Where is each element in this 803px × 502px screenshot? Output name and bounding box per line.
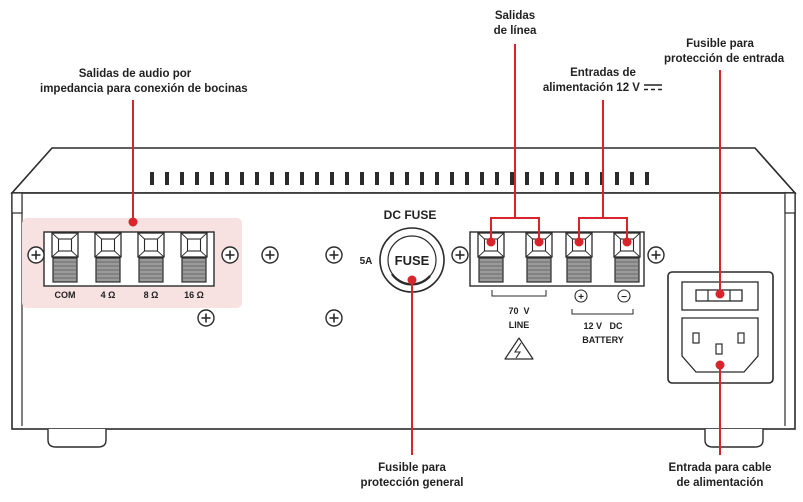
vent-slot	[645, 172, 649, 185]
callout-audio-outputs: Salidas de audio por impedancia para con…	[40, 67, 248, 97]
spring-terminal	[137, 232, 165, 283]
vent-slot	[585, 172, 589, 185]
screw-icon	[451, 246, 469, 264]
socket-pin-right	[737, 332, 745, 344]
spring-terminal	[180, 232, 208, 283]
vent-slot	[195, 172, 199, 185]
callout-line-outputs: Salidas de línea	[465, 9, 565, 39]
socket-pin-ground	[715, 343, 723, 355]
vent-slot	[240, 172, 244, 185]
vent-slot	[180, 172, 184, 185]
vent-slot	[420, 172, 424, 185]
vent-slot	[285, 172, 289, 185]
callout-power-inputs-line1: Entradas de	[570, 67, 636, 79]
callout-general-fuse-line1: Fusible para	[378, 462, 446, 474]
speaker-terminals: COM 4 Ω 8 Ω 16 Ω	[51, 232, 208, 300]
screw-icon	[221, 246, 239, 264]
callout-dots	[128, 217, 725, 370]
callout-line-outputs-line2: de línea	[493, 25, 537, 37]
callout-input-fuse-line2: protección de entrada	[664, 53, 785, 65]
plus-icon	[574, 289, 588, 303]
vent-slot	[540, 172, 544, 185]
vent-slot	[555, 172, 559, 185]
callout-power-cable-line2: de alimentación	[676, 477, 764, 489]
vent-slot	[210, 172, 214, 185]
vent-slot	[480, 172, 484, 185]
callout-line-outputs-line1: Salidas	[494, 10, 536, 22]
speaker-terminal-label: 16 Ω	[184, 290, 204, 300]
callout-general-fuse-line2: protección general	[360, 477, 464, 489]
vent-slot	[405, 172, 409, 185]
spring-terminal	[51, 232, 79, 283]
vent-slot	[165, 172, 169, 185]
screw-icon	[197, 309, 215, 327]
vent-slot	[150, 172, 154, 185]
vent-slot	[255, 172, 259, 185]
vent-slot	[390, 172, 394, 185]
panel-screws	[27, 246, 665, 327]
callout-power-cable: Entrada para cable de alimentación	[664, 461, 776, 491]
line-voltage: 70 V	[508, 306, 529, 316]
screw-icon	[325, 309, 343, 327]
battery-voltage: 12 V DC	[583, 321, 623, 331]
vent-slot	[465, 172, 469, 185]
vent-slot	[570, 172, 574, 185]
battery-label: BATTERY	[582, 335, 624, 345]
spring-terminal	[94, 232, 122, 283]
speaker-terminal-label: COM	[55, 290, 76, 300]
callout-input-fuse-line1: Fusible para	[686, 38, 754, 50]
callout-power-cable-line1: Entrada para cable	[668, 462, 772, 474]
callout-leaders	[132, 44, 721, 455]
minus-icon	[617, 289, 631, 303]
callout-input-fuse: Fusible para protección de entrada	[664, 37, 785, 67]
vent-slot	[435, 172, 439, 185]
vent-slot	[270, 172, 274, 185]
dc-symbol-icon	[644, 84, 663, 91]
chassis-top	[10, 147, 797, 194]
callout-power-inputs-line2: alimentación 12 V	[542, 82, 640, 94]
screw-icon	[261, 246, 279, 264]
vent-slot	[345, 172, 349, 185]
fuse-label: FUSE	[395, 253, 430, 268]
callout-general-fuse: Fusible para protección general	[356, 461, 468, 491]
vent-slot	[315, 172, 319, 185]
callout-power-inputs-line2-row: alimentación 12 V	[540, 81, 666, 96]
vent-slot	[510, 172, 514, 185]
vent-slot	[300, 172, 304, 185]
foot-right	[704, 429, 764, 448]
callout-audio-outputs-line1: Salidas de audio por	[78, 68, 192, 80]
callout-audio-outputs-line2: impedancia para conexión de bocinas	[40, 83, 248, 95]
minus-symbol: −	[621, 292, 627, 303]
socket-pin-left	[692, 332, 700, 344]
vent-slot	[375, 172, 379, 185]
screw-icon	[325, 246, 343, 264]
plus-symbol: +	[578, 292, 584, 303]
vent-slot	[630, 172, 634, 185]
speaker-terminal-label: 8 Ω	[144, 290, 159, 300]
line-label: LINE	[509, 320, 530, 330]
callout-power-inputs: Entradas de alimentación 12 V	[540, 66, 666, 96]
vent-slot	[225, 172, 229, 185]
vent-slot	[615, 172, 619, 185]
vent-slot	[330, 172, 334, 185]
screw-icon	[647, 246, 665, 264]
dc-fuse-title: DC FUSE	[384, 208, 437, 222]
vent-slot	[495, 172, 499, 185]
foot-left	[47, 429, 107, 448]
vent-slot	[450, 172, 454, 185]
fuse-rating: 5A	[360, 256, 373, 267]
speaker-terminal-label: 4 Ω	[101, 290, 116, 300]
high-voltage-warning-icon	[504, 337, 534, 360]
vent-slot	[525, 172, 529, 185]
vent-slot	[360, 172, 364, 185]
screw-icon	[27, 246, 45, 264]
